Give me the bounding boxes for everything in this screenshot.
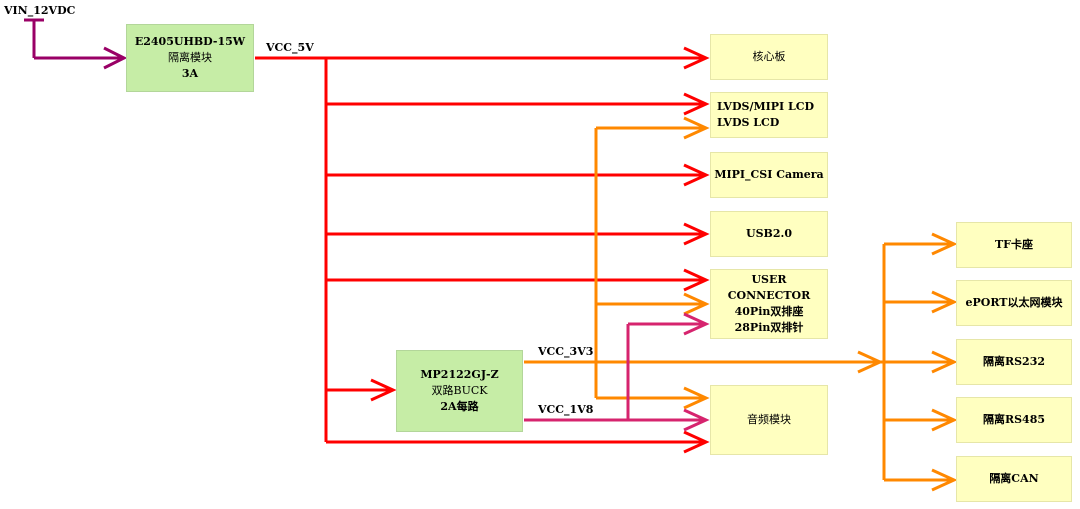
user-connector-40pin: 40Pin双排座 (734, 305, 804, 318)
eport-block: ePORT以太网模块 (956, 280, 1072, 326)
camera-block: MIPI_CSI Camera (710, 152, 828, 198)
tf-card-label: TF卡座 (995, 238, 1033, 251)
lcd-label-2: LVDS LCD (717, 116, 780, 129)
rs232-block: 隔离RS232 (956, 339, 1072, 385)
lcd-label-1: LVDS/MIPI LCD (717, 100, 815, 113)
vcc3v3-rail (524, 116, 958, 492)
vcc1v8-rail (524, 312, 710, 432)
usb-label: USB2.0 (746, 227, 792, 240)
camera-label: MIPI_CSI Camera (714, 168, 824, 181)
core-board-label: 核心板 (752, 50, 786, 63)
rs485-block: 隔离RS485 (956, 397, 1072, 443)
audio-module-label: 音频模块 (747, 413, 791, 426)
buck-converter-block: MP2122GJ-Z 双路BUCK 2A每路 (396, 350, 523, 432)
tf-card-block: TF卡座 (956, 222, 1072, 268)
can-block: 隔离CAN (956, 456, 1072, 502)
isolation-module-model: E2405UHBD-15W (134, 35, 246, 48)
isolation-module-current: 3A (181, 67, 199, 80)
vin-line (24, 18, 128, 70)
vin-label: VIN_12VDC (4, 4, 76, 17)
rs232-label: 隔离RS232 (982, 355, 1046, 368)
usb-block: USB2.0 (710, 211, 828, 257)
vcc1v8-label: VCC_1V8 (538, 403, 594, 416)
user-connector-block: USER CONNECTOR 40Pin双排座 28Pin双排针 (710, 269, 828, 339)
core-board-block: 核心板 (710, 34, 828, 80)
isolation-module-block: E2405UHBD-15W 隔离模块 3A (126, 24, 254, 92)
rs485-label: 隔离RS485 (982, 413, 1046, 426)
user-connector-28pin: 28Pin双排针 (734, 321, 804, 334)
buck-current: 2A每路 (440, 400, 479, 413)
buck-model: MP2122GJ-Z (420, 368, 499, 381)
user-connector-label: USER CONNECTOR (727, 273, 811, 302)
vcc3v3-label: VCC_3V3 (538, 345, 594, 358)
vcc5-rail (255, 46, 710, 454)
can-label: 隔离CAN (989, 472, 1039, 485)
buck-desc: 双路BUCK (431, 384, 488, 397)
isolation-module-desc: 隔离模块 (168, 51, 212, 64)
eport-label: ePORT以太网模块 (965, 296, 1063, 309)
lcd-block: LVDS/MIPI LCD LVDS LCD (710, 92, 828, 138)
vcc5-label: VCC_5V (266, 41, 314, 54)
audio-module-block: 音频模块 (710, 385, 828, 455)
